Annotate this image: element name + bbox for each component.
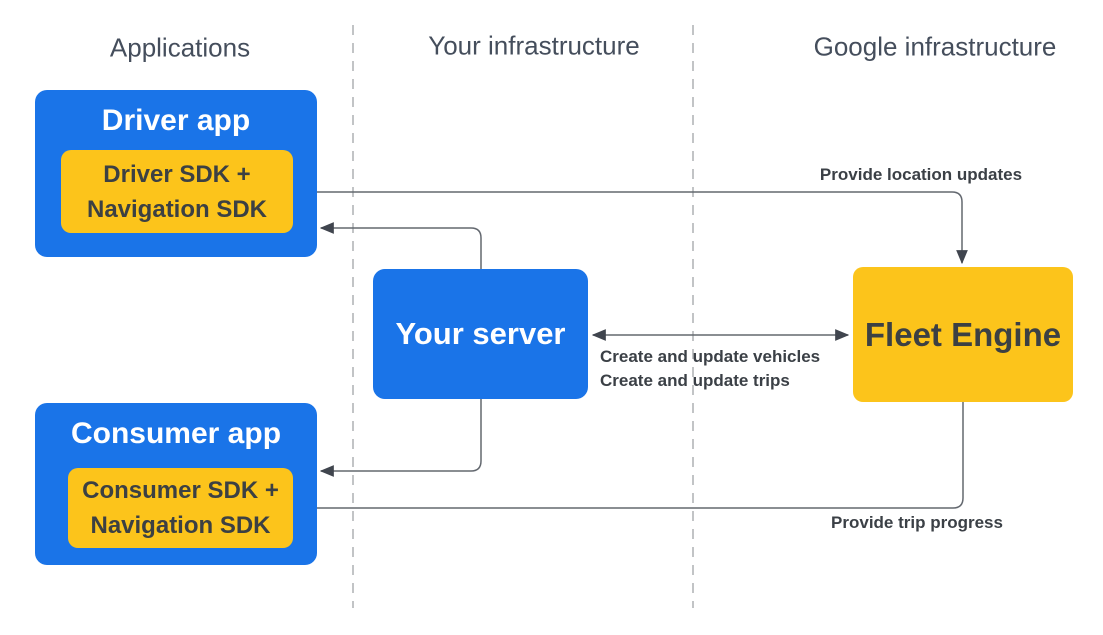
driver-app-title: Driver app [101, 104, 251, 137]
consumer-sdk-line2: Navigation SDK [90, 512, 271, 539]
consumer-app-node: Consumer app Consumer SDK + Navigation S… [35, 403, 317, 565]
consumer-sdk-node: Consumer SDK + Navigation SDK [68, 468, 293, 548]
fleet-engine-node: Fleet Engine [853, 267, 1073, 402]
driver-sdk-node: Driver SDK + Navigation SDK [61, 150, 293, 233]
your-server-title: Your server [395, 316, 566, 351]
driver-sdk-line2: Navigation SDK [86, 195, 268, 223]
edge-label-provide-location-updates: Provide location updates [819, 165, 1023, 184]
driver-app-node: Driver app Driver SDK + Navigation SDK [35, 90, 317, 257]
column-header-google-infrastructure: Google infrastructure [813, 31, 1057, 62]
fleet-engine-title: Fleet Engine [864, 315, 1062, 353]
edge-label-provide-trip-progress: Provide trip progress [831, 513, 1003, 532]
consumer-app-title: Consumer app [70, 417, 282, 450]
column-header-your-infrastructure: Your infrastructure [428, 30, 640, 61]
column-header-applications: Applications [109, 32, 251, 63]
edge-label-create-update-trips: Create and update trips [600, 371, 790, 390]
your-server-node: Your server [373, 269, 588, 399]
arrow-fleet-engine-to-consumer-sdk [295, 402, 964, 514]
edge-label-create-update-vehicles: Create and update vehicles [600, 347, 821, 366]
driver-sdk-line1: Driver SDK + [103, 160, 251, 188]
arrow-driver-sdk-to-fleet-engine [293, 191, 968, 265]
arrow-your-server-to-driver-app [319, 222, 482, 269]
consumer-sdk-line1: Consumer SDK + [82, 477, 279, 504]
arrow-your-server-to-consumer-app [319, 399, 482, 477]
